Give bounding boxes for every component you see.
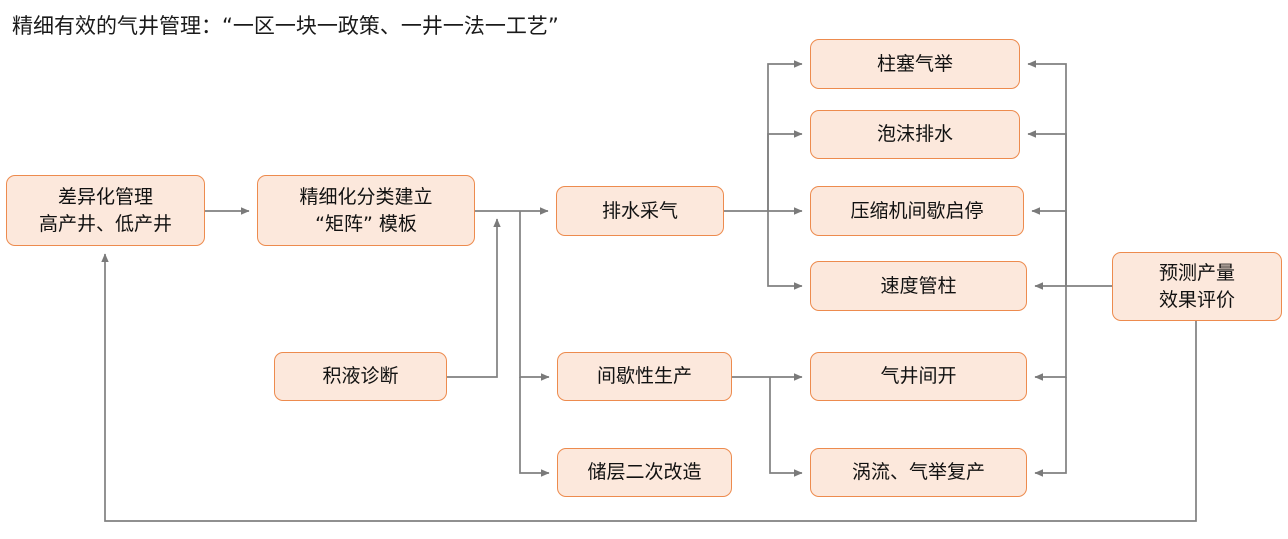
edge-forecast-to-gaswellopen	[1034, 286, 1067, 381]
node-matrix-template[interactable]: 精细化分类建立 “矩阵” 模板	[257, 175, 475, 246]
node-reservoir-restimulation[interactable]: 储层二次改造	[557, 448, 732, 497]
edge-forecast-to-plunger	[1027, 60, 1067, 286]
node-label-line: 效果评价	[1158, 288, 1235, 311]
node-label-line: 高产井、低产井	[38, 212, 172, 235]
node-label-line: 积液诊断	[322, 365, 399, 387]
node-velocity-string[interactable]: 速度管柱	[810, 261, 1027, 311]
node-plunger-gas-lift[interactable]: 柱塞气举	[810, 39, 1020, 89]
edge-forecast-to-vortex	[1034, 377, 1067, 477]
node-label-line: 气井间开	[880, 365, 957, 387]
node-label-line: 排水采气	[601, 199, 678, 222]
node-foam-drainage[interactable]: 泡沫排水	[810, 110, 1020, 159]
edge-dewatering-to-plunger	[767, 60, 803, 211]
node-label-line: 泡沫排水	[876, 123, 953, 145]
node-label-line: 精细化分类建立	[299, 185, 433, 208]
node-compressor-intermittent[interactable]: 压缩机间歇启停	[810, 186, 1024, 236]
edge-dewatering-to-velocity	[767, 211, 803, 290]
edge-forecast-to-foam	[1027, 130, 1067, 286]
node-label-line: 储层二次改造	[587, 461, 702, 483]
node-vortex-gaslift-restore[interactable]: 涡流、气举复产	[810, 448, 1027, 497]
edge-dewatering-to-foam	[767, 130, 803, 211]
edge-forecast-to-compressor	[1031, 207, 1067, 286]
node-dewatering-gas-recovery[interactable]: 排水采气	[556, 186, 724, 236]
node-intermittent-production[interactable]: 间歇性生产	[557, 352, 732, 401]
node-label-line: 柱塞气举	[876, 52, 953, 75]
edge-matrix-to-restimulation	[519, 377, 550, 477]
node-liquid-loading-diagnosis[interactable]: 积液诊断	[274, 352, 447, 401]
node-label-line: 预测产量	[1158, 261, 1235, 284]
node-production-forecast-evaluation[interactable]: 预测产量 效果评价	[1112, 252, 1282, 321]
node-differentiated-management[interactable]: 差异化管理 高产井、低产井	[6, 175, 205, 246]
node-label-line: 间歇性生产	[596, 365, 692, 387]
node-label-line: 压缩机间歇启停	[850, 199, 984, 222]
page-title: 精细有效的气井管理：“一区一块一政策、一井一法一工艺”	[12, 14, 559, 38]
node-label-line: 涡流、气举复产	[851, 461, 985, 483]
node-gas-well-intermittent-open[interactable]: 气井间开	[810, 352, 1027, 401]
node-label-line: 差异化管理	[57, 185, 153, 208]
edge-intermittent-to-vortex	[769, 377, 803, 477]
node-label-line: “矩阵” 模板	[315, 212, 417, 235]
edge-matrix-to-intermittent	[519, 211, 550, 381]
node-label-line: 速度管柱	[880, 274, 957, 297]
